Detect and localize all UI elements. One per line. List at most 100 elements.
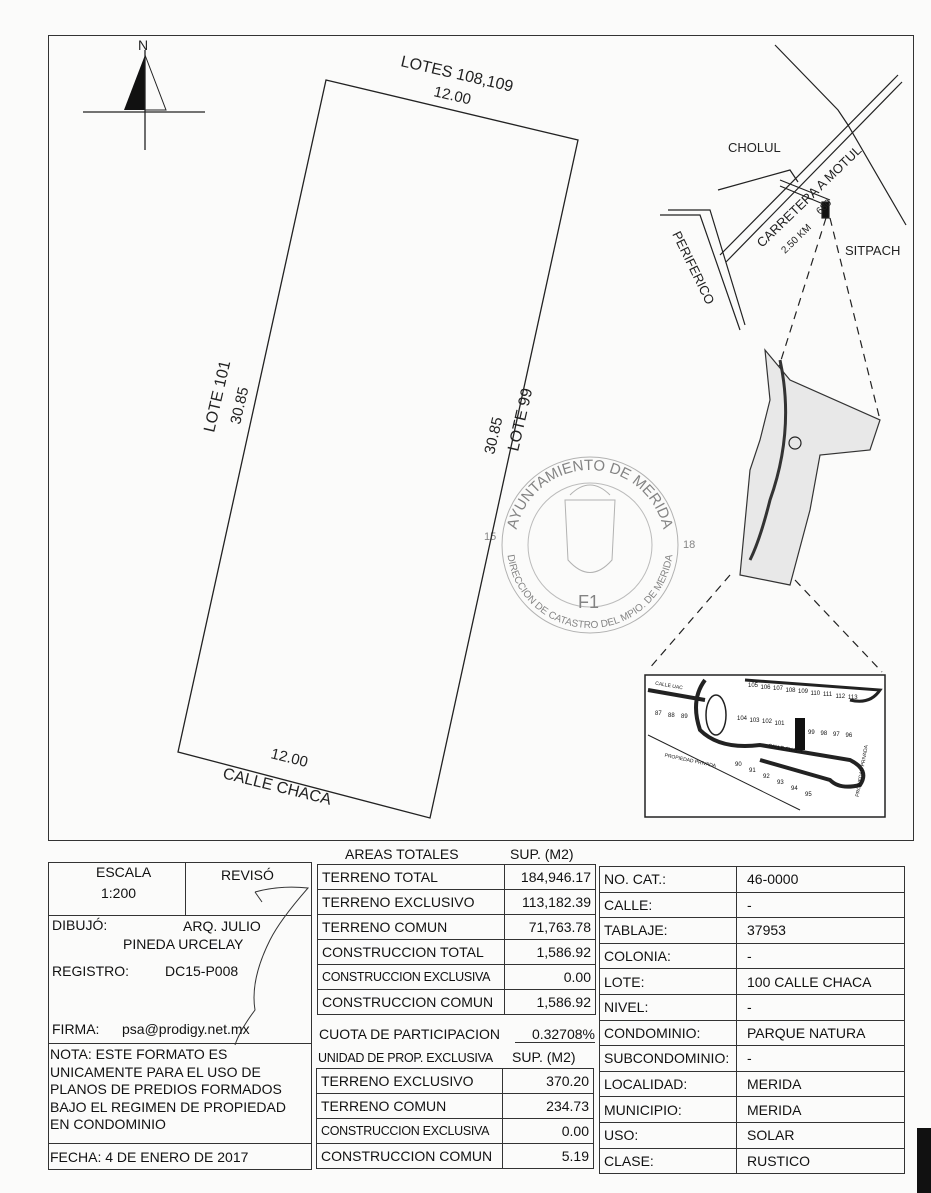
firma-value: psa@prodigy.net.mx — [122, 1021, 250, 1037]
row-label: CONSTRUCCION COMUN — [316, 1143, 503, 1169]
svg-text:15: 15 — [484, 531, 496, 543]
right-side-label: LOTE 99 — [505, 387, 536, 453]
lot-number: 104 — [737, 716, 748, 722]
sitpach-label: SITPACH — [845, 243, 900, 258]
road-number: 680 — [814, 197, 834, 217]
row-value: 370.20 — [502, 1068, 594, 1094]
bottom-side-label: CALLE CHACA — [221, 765, 333, 808]
areas-unit: SUP. (M2) — [510, 846, 574, 862]
row-label: CONSTRUCCION EXCLUSIVA — [316, 1118, 503, 1144]
row-value: 1,586.92 — [504, 989, 596, 1015]
reviso-label: REVISÓ — [221, 867, 274, 883]
row-value: 1,586.92 — [504, 939, 596, 965]
lot-number: 110 — [810, 690, 821, 697]
north-label: N — [138, 37, 148, 53]
row-label: CLASE: — [599, 1147, 737, 1175]
row-label: CONSTRUCCION EXCLUSIVA — [317, 964, 505, 990]
plan-drawing: N LOTES 108,109 12.00 LOTE 101 30.85 30.… — [83, 37, 907, 819]
detail-map — [644, 674, 886, 818]
lot-number: 105 — [748, 683, 759, 689]
row-label: USO: — [599, 1121, 737, 1149]
areas-header: AREAS TOTALES — [345, 846, 459, 862]
row-label: NO. CAT.: — [599, 866, 737, 893]
dibujo-value-2: PINEDA URCELAY — [123, 936, 244, 952]
row-label: TERRENO COMUN — [317, 914, 505, 940]
lot-number: 109 — [798, 689, 809, 695]
row-label: TERRENO EXCLUSIVO — [316, 1068, 503, 1094]
firma-label: FIRMA: — [52, 1021, 100, 1037]
lot-number: 91 — [749, 768, 756, 774]
top-side-length: 12.00 — [432, 83, 472, 108]
table-row: MUNICIPIO:MERIDA — [599, 1096, 905, 1123]
row-label: CONDOMINIO: — [599, 1019, 737, 1047]
row-label: TABLAJE: — [599, 917, 737, 944]
table-row: LOCALIDAD:MERIDA — [599, 1070, 905, 1098]
row-label: CONSTRUCCION COMUN — [317, 989, 505, 1015]
row-value: - — [736, 891, 905, 919]
signature — [234, 886, 310, 1046]
lot-number: 106 — [760, 684, 771, 691]
north-arrow-icon — [83, 50, 205, 150]
lot-number: 103 — [749, 717, 760, 724]
row-label: CALLE: — [599, 891, 737, 919]
escala-value: 1:200 — [101, 885, 137, 901]
row-value: 0.00 — [504, 964, 596, 990]
row-value: 37953 — [736, 917, 905, 944]
lot-number: 93 — [777, 780, 784, 786]
row-value: - — [736, 1045, 905, 1072]
cuota-label: CUOTA DE PARTICIPACION — [319, 1026, 500, 1042]
dibujo-value-1: ARQ. JULIO — [183, 918, 261, 934]
row-value: RUSTICO — [736, 1147, 905, 1175]
cholul-label: CHOLUL — [728, 140, 781, 155]
row-label: TERRENO TOTAL — [317, 864, 505, 890]
row-value: 46-0000 — [736, 866, 905, 893]
location-map — [647, 44, 907, 673]
table-row: LOTE:100 CALLE CHACA — [599, 968, 905, 995]
table-row: NIVEL:- — [599, 993, 905, 1021]
lot-number: 92 — [763, 774, 770, 780]
row-value: MERIDA — [736, 1070, 905, 1098]
table-row: NO. CAT.:46-0000 — [599, 866, 905, 893]
lot-number: 108 — [785, 687, 796, 694]
row-value: SOLAR — [736, 1121, 905, 1149]
right-side-length-left: 30.85 — [227, 385, 252, 425]
row-label: SUBCONDOMINIO: — [599, 1045, 737, 1072]
unidad-unit: SUP. (M2) — [512, 1049, 576, 1065]
row-value: PARQUE NATURA — [736, 1019, 905, 1047]
row-label: LOTE: — [599, 968, 737, 995]
row-value: 113,182.39 — [504, 889, 596, 915]
table-row: COLONIA:- — [599, 942, 905, 970]
lot-number: 87 — [655, 711, 662, 717]
row-value: 5.19 — [502, 1143, 594, 1169]
lot-number: 96 — [845, 733, 853, 739]
row-label: TERRENO COMUN — [316, 1093, 503, 1119]
row-label: CONSTRUCCION TOTAL — [317, 939, 505, 965]
lot-number: 107 — [773, 686, 784, 692]
lot-number: 97 — [833, 732, 840, 738]
reviso-cell — [185, 862, 312, 916]
row-value: MERIDA — [736, 1096, 905, 1123]
row-label: MUNICIPIO: — [599, 1096, 737, 1123]
table-row: CLASE:RUSTICO — [599, 1147, 905, 1175]
lot-number: 94 — [791, 786, 798, 792]
table-row: CALLE:- — [599, 891, 905, 919]
lot-number: 111 — [823, 692, 833, 698]
row-value: 100 CALLE CHACA — [736, 968, 905, 995]
registro-value: DC15-P008 — [165, 963, 239, 979]
svg-text:18: 18 — [683, 539, 695, 551]
lot-number: 90 — [735, 762, 742, 768]
table-row: CONDOMINIO:PARQUE NATURA — [599, 1019, 905, 1047]
scan-edge-mark — [917, 1128, 931, 1193]
lot-number: 99 — [808, 730, 815, 736]
